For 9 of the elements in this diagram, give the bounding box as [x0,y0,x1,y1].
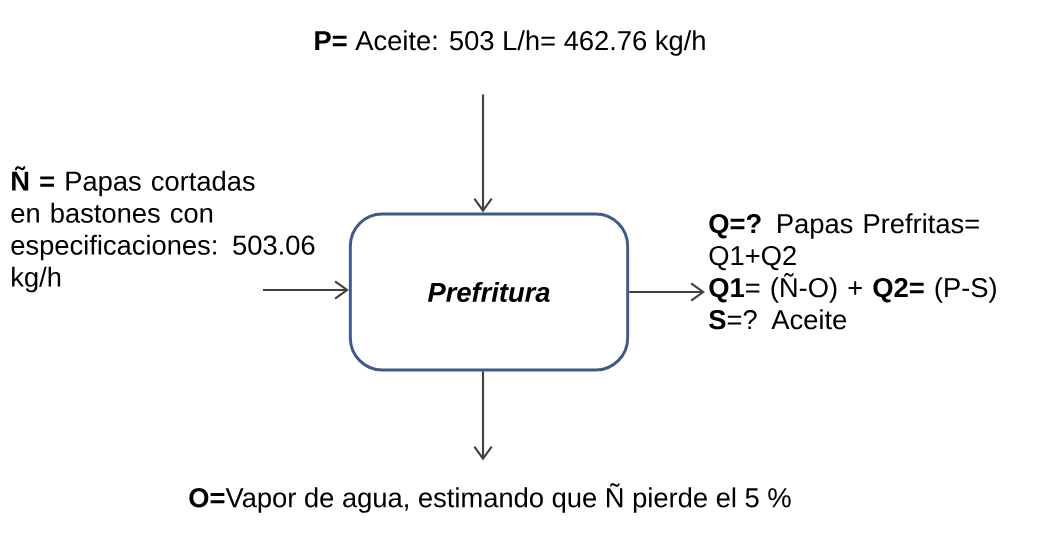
arrow [473,94,493,213]
stream-label: P= Aceite: 503 L/h= 462.76 kg/h [315,30,705,56]
arrow [263,280,349,300]
arrow [629,282,705,302]
stream-label: O=Vapor de agua, estimando que Ñ pierde el 5 % [189,483,791,513]
stream-label: Ñ = Papas cortadas en bastones con especificaciones: 503.06 kg/h [11,166,315,293]
arrow [473,371,493,461]
stream-label: Q=? Papas Prefritas= Q1+Q2 Q1= (Ñ-O) + Q2= (P-S) S=? Aceite [709,213,996,330]
process-box: Prefritura [348,212,630,372]
